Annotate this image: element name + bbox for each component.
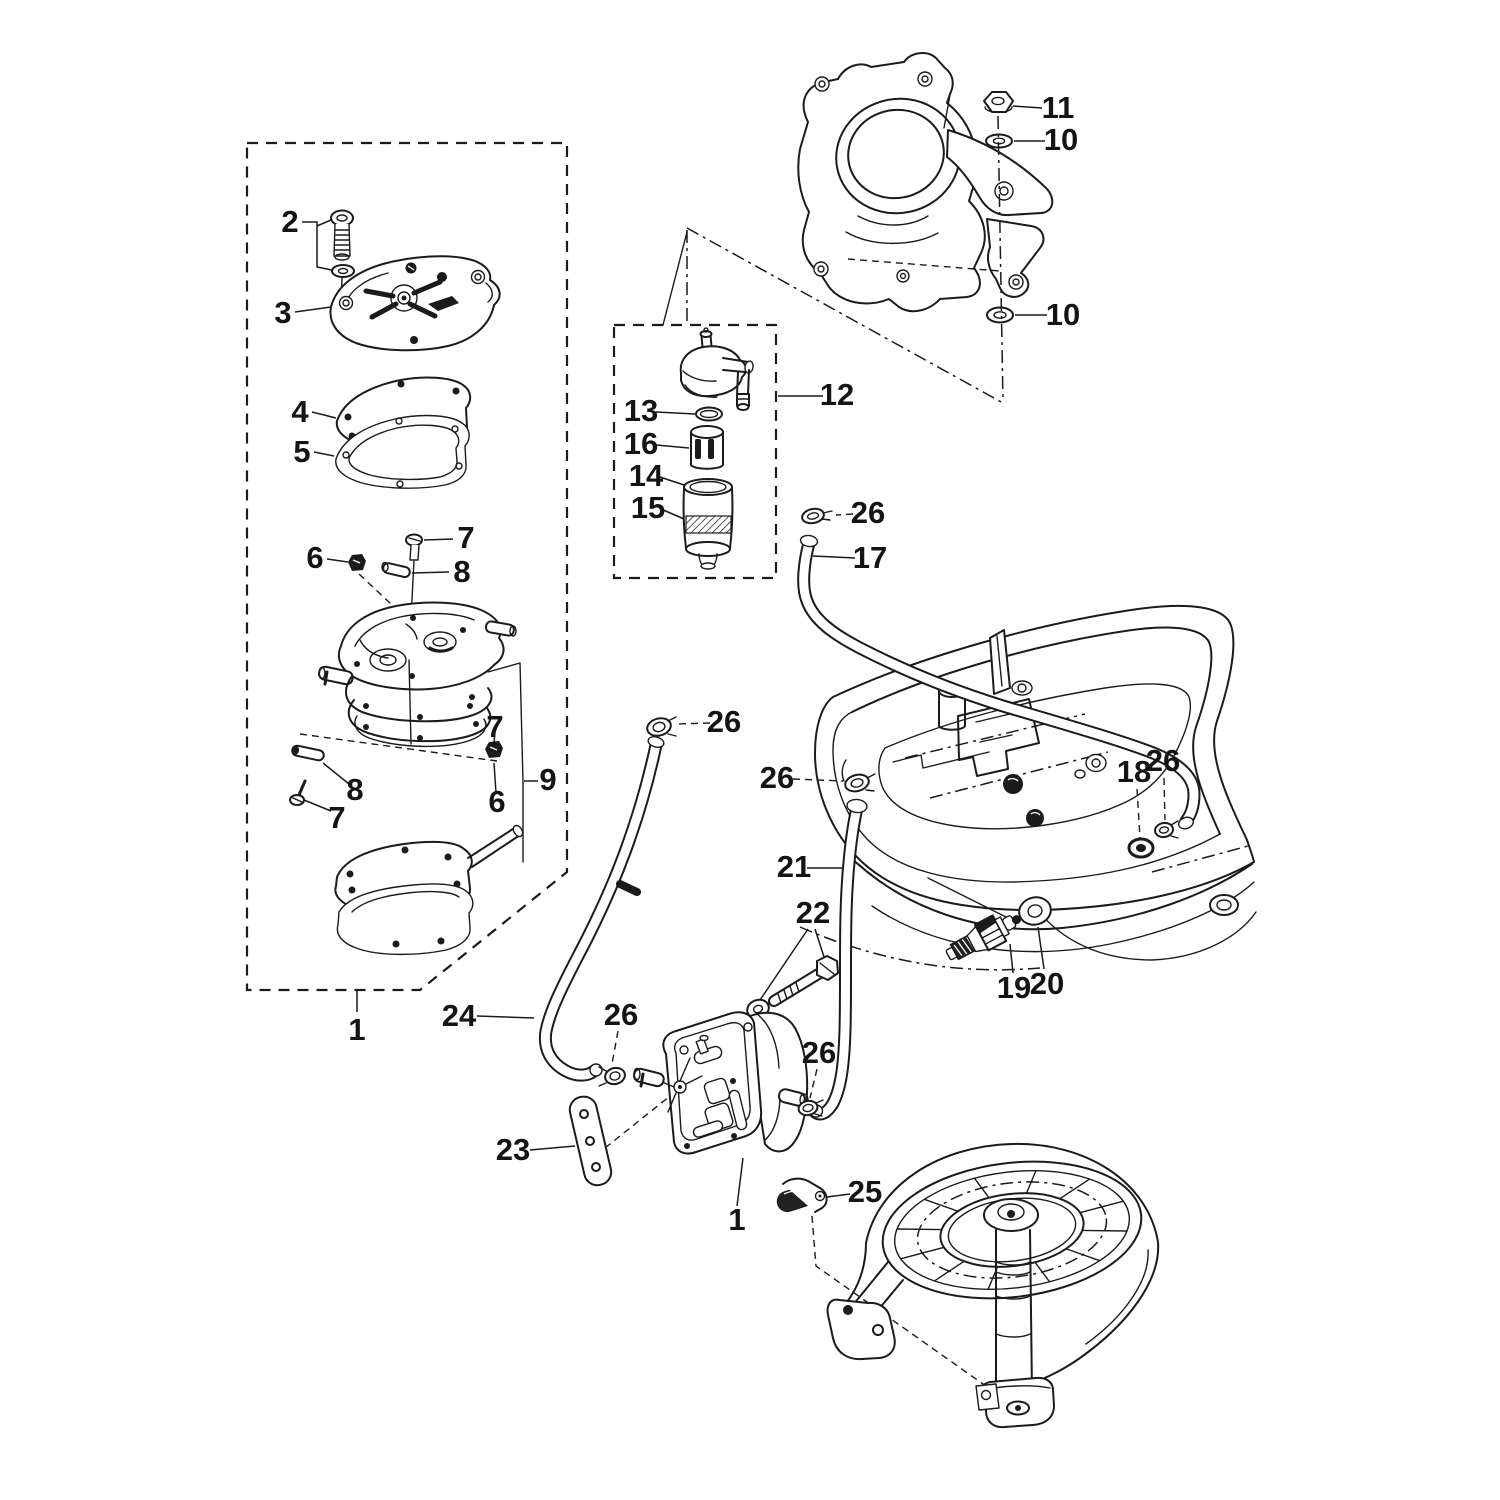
- callout-23: 23: [496, 1132, 530, 1167]
- callout-26-pump-right: 26: [802, 1035, 836, 1070]
- pin-8-bottom: [291, 744, 325, 762]
- pin-8-top: [381, 561, 411, 579]
- engine-pan: [799, 604, 1257, 971]
- filter-cup-15-seal-14: [682, 478, 734, 570]
- callout-5: 5: [293, 434, 310, 469]
- callout-12: 12: [820, 377, 854, 412]
- clamp-mount-axis: [811, 1215, 1001, 1397]
- assembly-9-bracket-line: [487, 662, 524, 863]
- pump-right-port: [484, 620, 515, 637]
- callout-9: 9: [539, 762, 556, 797]
- washer-10-lower: [986, 306, 1014, 324]
- bolt-and-washer-2: [302, 209, 355, 302]
- callout-2: 2: [281, 204, 298, 239]
- callout-1-pump: 1: [728, 1202, 745, 1237]
- nut-11: [983, 91, 1014, 113]
- callout-14: 14: [629, 458, 664, 493]
- callout-10-lower: 10: [1046, 297, 1080, 332]
- callout-3: 3: [274, 295, 291, 330]
- callout-6-bottom: 6: [488, 784, 505, 819]
- hose-clip-26-hose24: [646, 716, 677, 737]
- pump-back-body: [744, 1011, 809, 1153]
- pump-body-exploded: [318, 601, 538, 863]
- callout-8-bottom: 8: [346, 772, 363, 807]
- spark-plug-19: [927, 877, 1021, 961]
- callout-19: 19: [997, 970, 1031, 1005]
- seal-washer-20: [1018, 896, 1052, 926]
- fuel-hose-24: [538, 716, 677, 1082]
- callout-24: 24: [442, 998, 477, 1033]
- hose-clip-26-pan: [1154, 820, 1179, 839]
- callout-7-mid: 7: [486, 709, 503, 744]
- bracket-axis-line: [997, 115, 1004, 403]
- callout-25: 25: [848, 1174, 882, 1209]
- pump-outlet-port: [777, 1088, 806, 1107]
- callout-22: 22: [796, 895, 830, 930]
- callout-17: 17: [853, 540, 887, 575]
- gasket-5: [335, 414, 470, 489]
- filter-to-bracket-line: [686, 227, 1004, 404]
- callout-7-top: 7: [457, 520, 474, 555]
- callout-1-box: 1: [348, 1012, 365, 1047]
- callout-10-upper: 10: [1044, 122, 1078, 157]
- callout-15: 15: [631, 490, 665, 525]
- fuel-filter-head: [679, 327, 754, 411]
- hose-clip-26-pump-left: [598, 1066, 626, 1087]
- pump-cover-3: [329, 255, 501, 352]
- callout-26-hose24: 26: [707, 704, 741, 739]
- hose-clip-26-filter: [801, 507, 833, 525]
- flywheel-cover: [826, 1142, 1160, 1429]
- fuel-filter-box: [612, 231, 778, 580]
- nut-6-bottom: [485, 741, 503, 758]
- hose-clip-26-hose21: [844, 773, 876, 793]
- mount-plate-23: [568, 1095, 613, 1187]
- bolt-22: [746, 955, 839, 1020]
- callout-7-bottom: 7: [328, 800, 345, 835]
- callout-4: 4: [291, 394, 309, 429]
- callout-26-pump-left: 26: [604, 997, 638, 1032]
- callout-26-filter: 26: [851, 495, 885, 530]
- o-ring-13: [695, 406, 723, 422]
- callout-13: 13: [624, 393, 658, 428]
- clamp-25: [776, 1177, 828, 1213]
- callout-numbers: 2 3 4 5 7 6 8 7 6 8 7 9 1 24 26 26 21 22…: [274, 90, 1180, 1237]
- pump-lower-covers: [334, 824, 524, 956]
- callout-21: 21: [777, 849, 811, 884]
- nut-6-top: [348, 554, 392, 605]
- callout-8-top: 8: [453, 554, 470, 589]
- grommet-18: [1127, 837, 1155, 859]
- fuel-pump-assembly: [633, 1011, 809, 1155]
- hose-clip-26-pump-right: [797, 1099, 824, 1117]
- callout-6-top: 6: [306, 540, 323, 575]
- callout-leaders: [294, 105, 1166, 1207]
- callout-18: 18: [1117, 754, 1151, 789]
- callout-26-hose21: 26: [760, 760, 794, 795]
- callout-20: 20: [1030, 966, 1064, 1001]
- filter-element-16: [690, 425, 724, 470]
- callout-16: 16: [624, 426, 658, 461]
- hidden-axis-line: [299, 733, 498, 762]
- fuel-hose-17: [797, 534, 1201, 830]
- callout-11: 11: [1042, 90, 1075, 125]
- fuel-pump-exploded-box: [245, 141, 569, 1012]
- callout-26-pan: 26: [1146, 743, 1180, 778]
